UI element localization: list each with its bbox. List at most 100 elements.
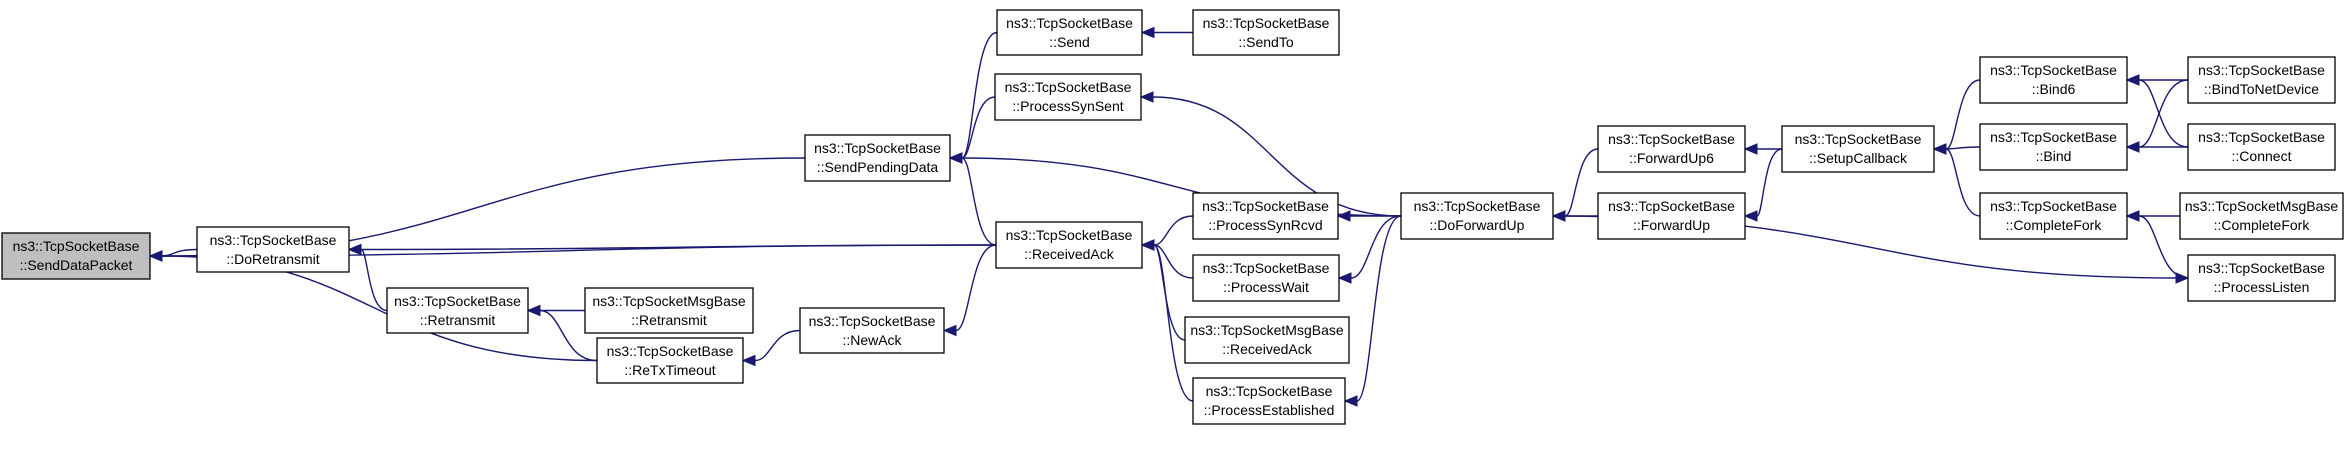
edge-complete_fork-to-setup_callback xyxy=(1932,143,1981,217)
edge-setup_callback-to-forward_up xyxy=(1743,148,1783,222)
arrowhead xyxy=(1139,91,1154,103)
node-class-label: ns3::TcpSocketBase xyxy=(13,238,140,254)
node-box xyxy=(1192,9,1340,56)
node-method-label: ::SendPendingData xyxy=(817,159,939,175)
node-method-label: ::SendTo xyxy=(1238,34,1293,50)
arrowhead xyxy=(1140,239,1155,251)
node-retx-timeout[interactable]: ns3::TcpSocketBase::ReTxTimeout xyxy=(596,337,744,384)
node-class-label: ns3::TcpSocketBase xyxy=(607,343,734,359)
node-retransmit[interactable]: ns3::TcpSocketBase::Retransmit xyxy=(386,287,529,334)
edge-send_to-to-send xyxy=(1140,26,1193,39)
node-class-label: ns3::TcpSocketBase xyxy=(1206,383,1333,399)
edge-received_ack-to-new_ack xyxy=(942,244,997,337)
node-bind[interactable]: ns3::TcpSocketBase::Bind xyxy=(1979,123,2128,171)
node-box xyxy=(2187,56,2336,104)
arrowhead xyxy=(942,324,957,337)
node-box xyxy=(196,226,350,273)
edge-bind6-to-setup_callback xyxy=(1932,79,1981,155)
node-forward-up6[interactable]: ns3::TcpSocketBase::ForwardUp6 xyxy=(1597,125,1746,173)
node-bind6[interactable]: ns3::TcpSocketBase::Bind6 xyxy=(1979,56,2128,104)
node-process-established[interactable]: ns3::TcpSocketBase::ProcessEstablished xyxy=(1192,377,1346,425)
edge-line xyxy=(1564,148,1599,217)
arrowhead xyxy=(1337,272,1352,284)
node-method-label: ::ReceivedAck xyxy=(1024,246,1114,262)
node-class-label: ns3::TcpSocketBase xyxy=(1608,131,1735,147)
edge-setup_callback-to-forward_up6 xyxy=(1743,143,1783,155)
node-method-label: ::ForwardUp xyxy=(1633,217,1710,233)
node-method-label: ::Bind6 xyxy=(2032,81,2076,97)
node-box xyxy=(596,337,744,384)
node-class-label: ns3::TcpSocketBase xyxy=(2198,260,2325,276)
node-box xyxy=(1184,316,1350,364)
node-msg-received-ack[interactable]: ns3::TcpSocketMsgBase::ReceivedAck xyxy=(1184,316,1350,364)
edge-do_forward_up-to-process_syn_sent xyxy=(1139,91,1402,217)
node-class-label: ns3::TcpSocketBase xyxy=(1414,198,1541,214)
node-method-label: ::ProcessSynSent xyxy=(1012,98,1123,114)
node-msg-retransmit[interactable]: ns3::TcpSocketMsgBase::Retransmit xyxy=(584,287,754,334)
node-box xyxy=(1979,56,2128,104)
node-received-ack[interactable]: ns3::TcpSocketBase::ReceivedAck xyxy=(995,221,1143,269)
node-do-forward-up[interactable]: ns3::TcpSocketBase::DoForwardUp xyxy=(1400,192,1554,240)
edge-line xyxy=(961,96,996,159)
node-box xyxy=(1192,192,1339,240)
edge-line xyxy=(1756,148,1783,217)
node-do-retransmit[interactable]: ns3::TcpSocketBase::DoRetransmit xyxy=(196,226,350,273)
node-class-label: ns3::TcpSocketBase xyxy=(2198,129,2325,145)
node-box xyxy=(1597,192,1746,240)
edge-retx_timeout-to-retransmit xyxy=(526,304,598,362)
node-class-label: ns3::TcpSocketBase xyxy=(1990,198,2117,214)
edge-line xyxy=(961,31,998,159)
node-complete-fork[interactable]: ns3::TcpSocketBase::CompleteFork xyxy=(1979,192,2128,240)
node-class-label: ns3::TcpSocketMsgBase xyxy=(2185,198,2339,214)
node-method-label: ::ProcessWait xyxy=(1223,279,1309,295)
arrowhead xyxy=(526,304,541,317)
node-process-syn-rcvd[interactable]: ns3::TcpSocketBase::ProcessSynRcvd xyxy=(1192,192,1339,240)
node-box xyxy=(995,221,1143,269)
node-class-label: ns3::TcpSocketBase xyxy=(1608,198,1735,214)
node-box xyxy=(584,287,754,334)
edge-line xyxy=(1945,146,1981,150)
node-class-label: ns3::TcpSocketBase xyxy=(1990,129,2117,145)
edge-do_forward_up-to-process_wait xyxy=(1337,215,1402,284)
node-process-wait[interactable]: ns3::TcpSocketBase::ProcessWait xyxy=(1192,254,1340,302)
edge-line xyxy=(2138,79,2189,148)
node-class-label: ns3::TcpSocketBase xyxy=(1202,198,1329,214)
node-setup-callback[interactable]: ns3::TcpSocketBase::SetupCallback xyxy=(1781,125,1935,173)
arrowhead xyxy=(2125,141,2140,153)
arrowhead xyxy=(948,152,963,164)
node-send-data-packet[interactable]: ns3::TcpSocketBase::SendDataPacket xyxy=(1,232,151,280)
node-method-label: ::ProcessListen xyxy=(2214,279,2310,295)
node-class-label: ns3::TcpSocketBase xyxy=(814,140,941,156)
node-method-label: ::SetupCallback xyxy=(1809,150,1908,166)
edge-bind_to_net_device-to-bind xyxy=(2125,79,2189,153)
edge-line xyxy=(1945,148,1981,217)
edge-line xyxy=(961,157,997,246)
node-send[interactable]: ns3::TcpSocketBase::Send xyxy=(996,9,1143,56)
node-forward-up[interactable]: ns3::TcpSocketBase::ForwardUp xyxy=(1597,192,1746,240)
arrowhead xyxy=(148,250,163,262)
node-bind-to-net-device[interactable]: ns3::TcpSocketBase::BindToNetDevice xyxy=(2187,56,2336,104)
node-box xyxy=(1979,192,2128,240)
node-method-label: ::ProcessEstablished xyxy=(1204,402,1335,418)
node-connect[interactable]: ns3::TcpSocketBase::Connect xyxy=(2187,123,2336,171)
arrowhead xyxy=(1743,210,1758,222)
edge-do_forward_up-to-process_established xyxy=(1343,215,1402,407)
edge-process_listen-to-complete_fork xyxy=(2125,210,2189,279)
node-process-listen[interactable]: ns3::TcpSocketBase::ProcessListen xyxy=(2187,254,2336,302)
node-send-to[interactable]: ns3::TcpSocketBase::SendTo xyxy=(1192,9,1340,56)
node-class-label: ns3::TcpSocketBase xyxy=(1005,79,1132,95)
edge-line xyxy=(360,244,997,251)
node-send-pending-data[interactable]: ns3::TcpSocketBase::SendPendingData xyxy=(804,134,951,182)
node-method-label: ::CompleteFork xyxy=(2006,217,2103,233)
edge-msg_received_ack-to-received_ack xyxy=(1140,239,1186,341)
edge-line xyxy=(1350,215,1402,279)
edge-line xyxy=(539,309,598,362)
node-method-label: ::Retransmit xyxy=(420,312,496,328)
node-method-label: ::Connect xyxy=(2232,148,2292,164)
node-process-syn-sent[interactable]: ns3::TcpSocketBase::ProcessSynSent xyxy=(994,73,1142,121)
node-new-ack[interactable]: ns3::TcpSocketBase::NewAck xyxy=(799,307,945,354)
arrowhead xyxy=(741,354,756,367)
node-msg-complete-fork[interactable]: ns3::TcpSocketMsgBase::CompleteFork xyxy=(2179,192,2344,240)
edge-line xyxy=(1356,215,1402,402)
